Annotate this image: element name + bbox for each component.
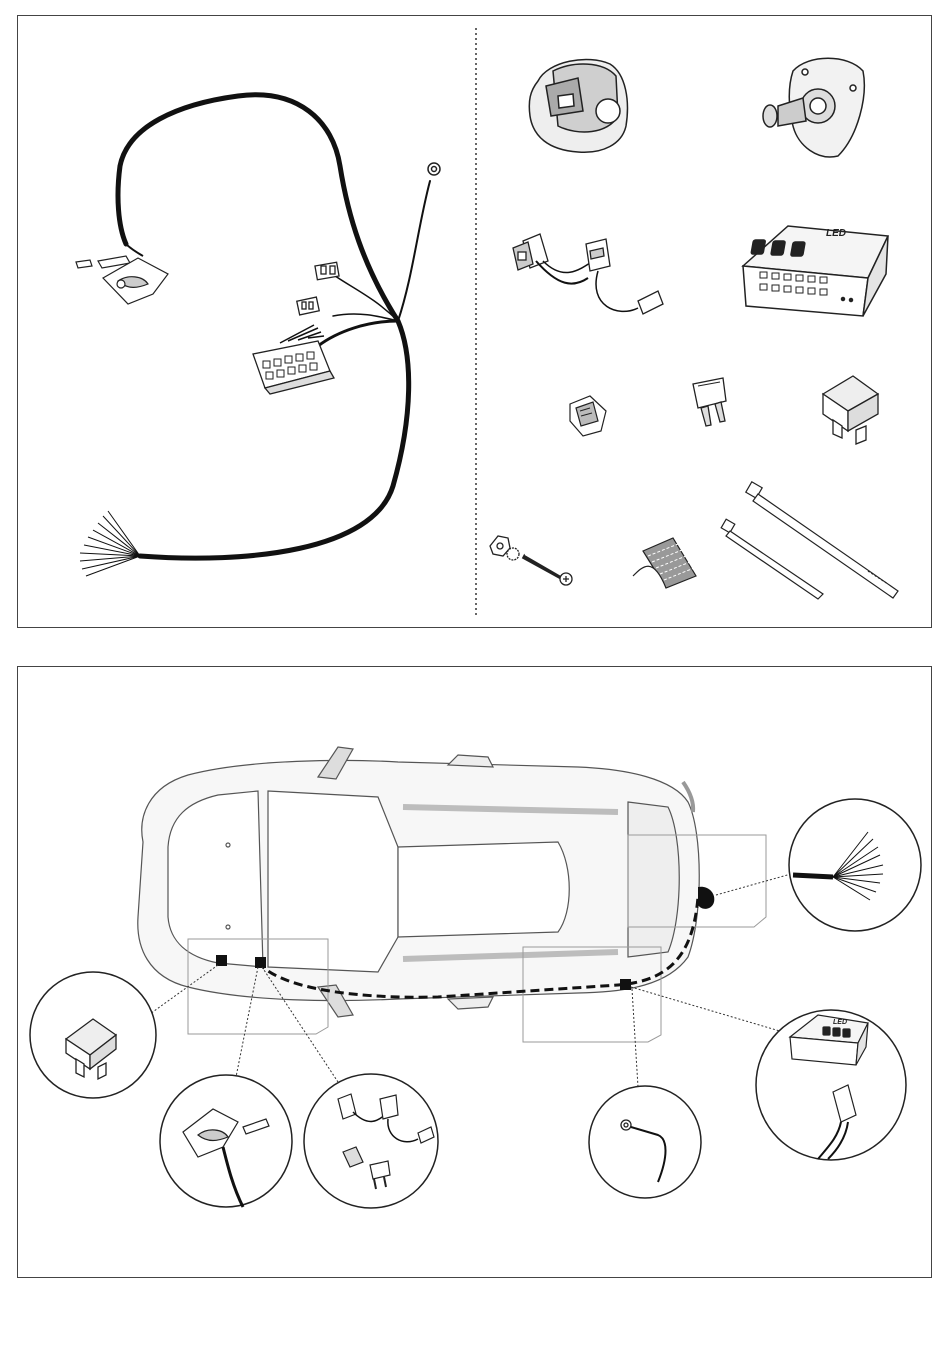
tie-icon (721, 482, 898, 599)
kit-contents-drawing: LED (18, 16, 933, 629)
mini-fuse-icon (693, 378, 726, 426)
socket-icon (529, 59, 627, 152)
kit-contents-panel: LED (17, 15, 932, 628)
installation-panel: LED (17, 666, 932, 1278)
fuse-callout (30, 972, 156, 1098)
clip-icon (570, 396, 606, 436)
adapter-icon (513, 234, 663, 314)
harness-icon (118, 95, 430, 558)
multipin-connector-icon (253, 325, 334, 394)
tow-bar-wires-callout (789, 799, 921, 931)
connector-icon (297, 262, 339, 315)
ring-terminal-icon (428, 163, 440, 175)
pad-icon (633, 538, 696, 588)
gasket-icon (763, 58, 864, 157)
adapter-callout (304, 1074, 438, 1208)
car-top-view (138, 747, 699, 1017)
installation-drawing: LED (18, 667, 933, 1279)
vehicle-connector-icon (76, 244, 168, 304)
connector-callout (160, 1075, 292, 1207)
module-led-label: LED (826, 228, 846, 239)
wire-ends-icon (80, 511, 140, 576)
screw-icon (490, 536, 572, 585)
callout-led-label: LED (833, 1019, 847, 1026)
ground-callout (589, 1086, 701, 1198)
module-callout: LED (756, 1010, 906, 1160)
module-icon: LED (743, 226, 888, 316)
maxi-fuse-icon (823, 376, 878, 444)
